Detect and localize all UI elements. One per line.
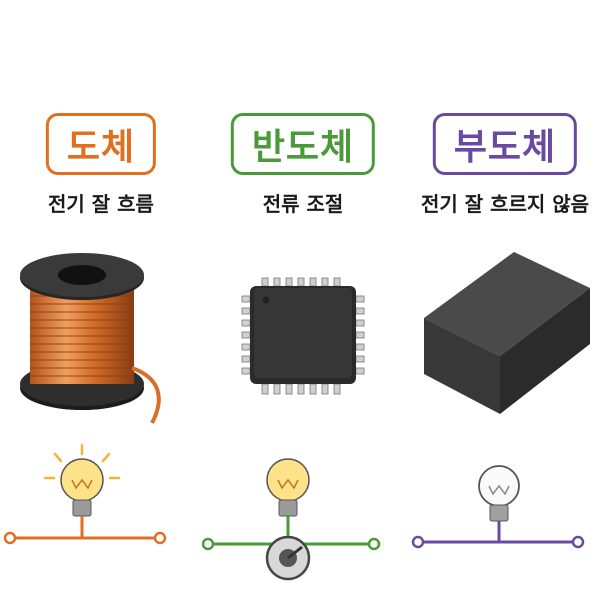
semiconductor-column: 반도체 전류 조절 — [202, 0, 404, 607]
lit-bulb-icon — [43, 443, 121, 538]
semiconductor-circuit — [202, 458, 381, 581]
semiconductor-title: 반도체 — [230, 113, 376, 175]
insulator-circuit — [411, 465, 585, 549]
dial-control-icon — [265, 535, 311, 581]
conductor-subtitle: 전기 잘 흐름 — [48, 192, 154, 216]
microchip-icon — [241, 277, 365, 395]
conductor-column: 도체 전기 잘 흐름 — [0, 0, 202, 607]
insulator-title: 부도체 — [432, 113, 578, 175]
conductor-circuit — [3, 443, 167, 545]
semiconductor-subtitle: 전류 조절 — [262, 192, 344, 216]
conductor-title: 도체 — [45, 113, 157, 175]
lit-bulb-icon — [266, 458, 310, 538]
copper-wire-spool-icon — [20, 253, 161, 424]
unlit-bulb-icon — [478, 465, 520, 542]
insulator-subtitle: 전기 잘 흐르지 않음 — [420, 192, 590, 216]
insulator-column: 부도체 전기 잘 흐르지 않음 — [404, 0, 606, 607]
insulator-block-icon — [424, 252, 590, 414]
